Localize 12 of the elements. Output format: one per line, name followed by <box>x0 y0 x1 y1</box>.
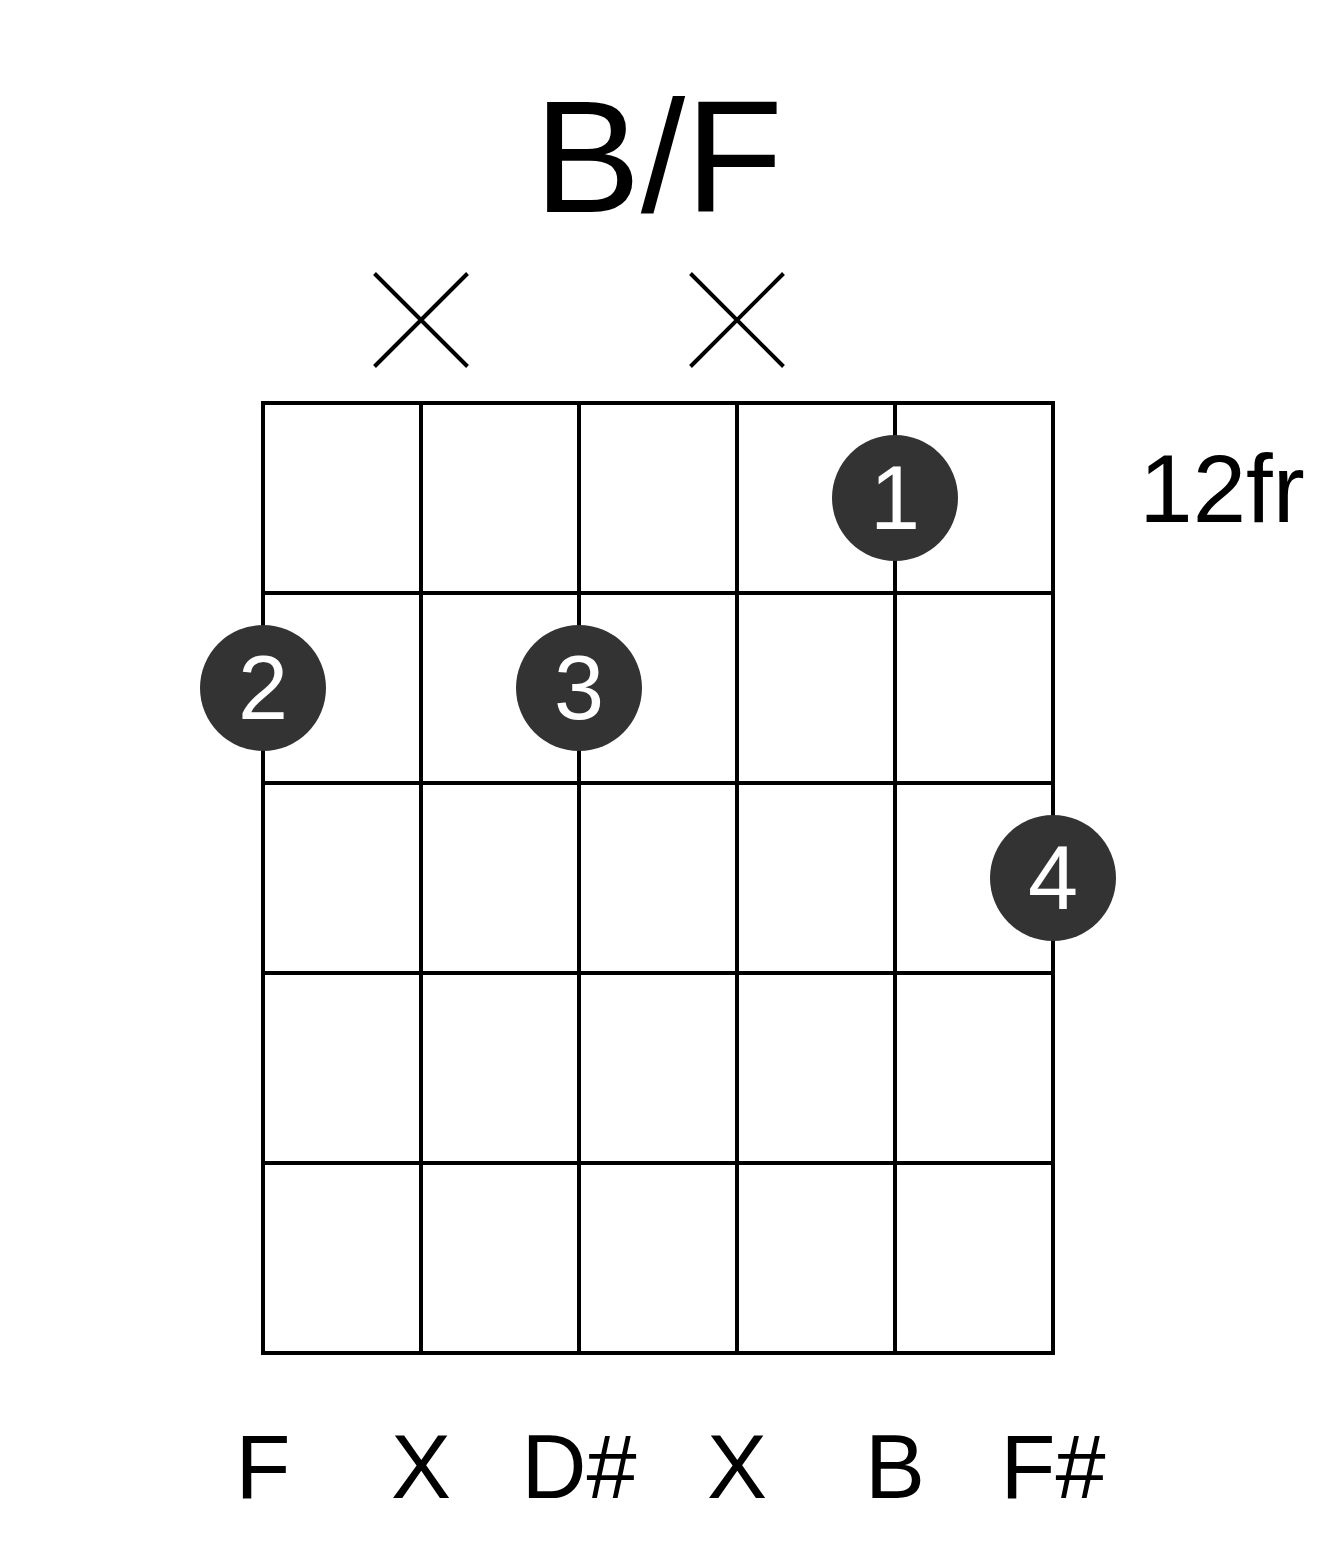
string-note-label: F# <box>1000 1422 1106 1512</box>
string-note-label: D# <box>521 1422 637 1512</box>
string-note-label: B <box>865 1422 925 1512</box>
string-note-label: X <box>391 1422 451 1512</box>
finger-number: 2 <box>237 643 289 733</box>
finger-number: 1 <box>869 453 921 543</box>
string-note-label: X <box>707 1422 767 1512</box>
fret-position-label: 12fr <box>1139 441 1305 537</box>
finger-number: 4 <box>1027 833 1079 923</box>
chord-title: B/F <box>534 77 783 237</box>
string-note-label: F <box>235 1422 291 1512</box>
finger-number: 3 <box>553 643 605 733</box>
